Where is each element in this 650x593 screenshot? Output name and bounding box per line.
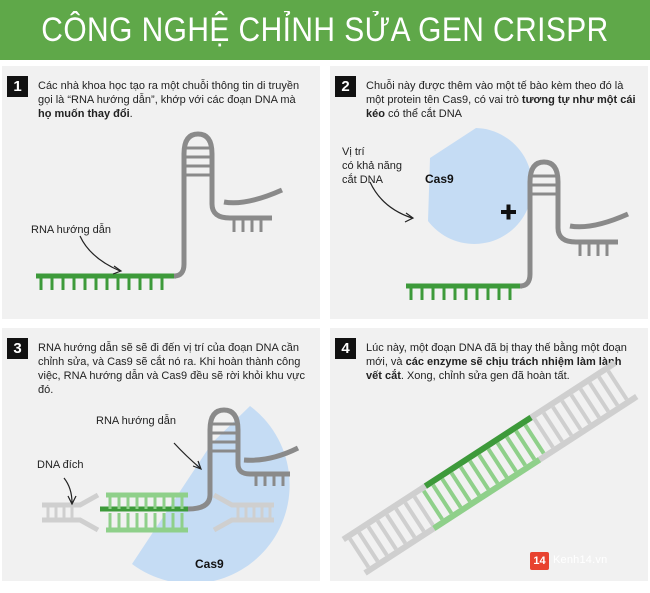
dna-rung	[532, 417, 555, 449]
step-1-text: Các nhà khoa học tạo ra một chuỗi thông …	[38, 80, 300, 120]
rna-arm	[555, 227, 618, 245]
step-2-panel: 2 Chuỗi này được thêm vào một tế bào kèm…	[330, 66, 648, 319]
pointer-arrow	[173, 442, 201, 469]
dna-rung	[477, 453, 500, 485]
guide-rna-diagram	[187, 407, 300, 512]
pointer-arrow	[63, 477, 73, 504]
step-4-number: 4	[335, 338, 356, 359]
dna-rung	[468, 459, 491, 491]
step-3-number: 3	[7, 338, 28, 359]
dna-strand-right-top	[212, 492, 274, 508]
pointer-arrowhead	[192, 460, 203, 471]
dna-rung	[412, 495, 435, 527]
dna-rung	[495, 441, 518, 473]
rna-stem	[519, 182, 533, 289]
rna-hairpin	[527, 159, 561, 228]
dna-rung	[588, 381, 610, 413]
rna-hairpin	[181, 131, 215, 204]
cas9-protein-shape	[428, 128, 533, 244]
logo-text: Kenh14.vn	[553, 554, 608, 566]
rna-stem	[173, 154, 187, 279]
dna-strand-left-bottom	[42, 517, 100, 533]
dna-rung	[560, 399, 583, 431]
rna-arm	[209, 203, 272, 221]
rna-arm-upper	[243, 445, 300, 463]
dna-rung	[486, 447, 509, 479]
target-dna-diagram	[42, 492, 274, 533]
plus-sign-v	[506, 204, 511, 220]
dna-rung	[440, 477, 463, 509]
logo-badge: 14	[530, 552, 549, 570]
edited-dna-diagram	[341, 360, 639, 576]
step-2-text: Chuỗi này được thêm vào một tế bào kèm t…	[366, 80, 636, 120]
dna-rung	[551, 405, 574, 437]
page-title: CÔNG NGHỆ CHỈNH SỬA GEN CRISPR	[41, 11, 609, 49]
kenh14-logo: 14 Kenh14.vn	[530, 548, 634, 574]
dna-rung	[569, 393, 592, 425]
step-3-text: RNA hướng dẫn sẽ sẽ đi đến vị trí của đo…	[38, 342, 306, 396]
step-2-number: 2	[335, 76, 356, 97]
header-bar: CÔNG NGHỆ CHỈNH SỬA GEN CRISPR	[0, 0, 650, 60]
guide-rna-diagram	[406, 159, 630, 300]
rna-arm-upper	[569, 211, 630, 230]
rna-arm-upper	[223, 187, 284, 206]
dna-rung	[578, 387, 601, 419]
rna-arm	[235, 463, 290, 477]
dna-rung	[422, 489, 444, 521]
guide-rna-diagram	[36, 131, 284, 290]
dna-rung	[597, 375, 620, 407]
dna-rail-top-new	[423, 414, 533, 489]
pointer-arrowhead	[404, 212, 415, 223]
dna-rung	[514, 429, 537, 461]
step-4-illustration	[341, 360, 639, 576]
dna-rung	[541, 411, 564, 443]
dna-rail-bottom-new	[432, 457, 542, 531]
dna-rung	[458, 465, 481, 497]
rna-label: RNA hướng dẫn	[31, 224, 112, 236]
rna-label: RNA hướng dẫn	[96, 415, 177, 427]
dna-rung	[348, 537, 371, 569]
rna-stem	[187, 430, 213, 512]
step-3-panel: 3 RNA hướng dẫn sẽ sẽ đi đến vị trí của …	[2, 328, 320, 581]
dna-rung	[357, 531, 380, 563]
step-1-number: 1	[7, 76, 28, 97]
dna-rung	[431, 483, 454, 515]
dna-rung	[385, 513, 408, 545]
dna-rung	[449, 471, 472, 503]
dna-rung	[375, 519, 398, 551]
step-1-illustration	[36, 131, 284, 290]
dna-rung	[394, 507, 417, 539]
dna-rung	[403, 501, 426, 533]
step-4-panel: 4 Lúc này, một đoạn DNA đã bị thay thế b…	[330, 328, 648, 581]
rna-hairpin	[207, 407, 241, 464]
dna-strand-right-bottom	[212, 517, 274, 533]
step-2-illustration	[369, 128, 630, 300]
cas9-label: Cas9	[425, 172, 454, 186]
target-dna-label: DNA đích	[37, 459, 84, 471]
dna-rung	[366, 525, 389, 557]
dna-rung	[606, 369, 629, 401]
step-3-illustration	[42, 406, 300, 581]
pointer-arrowhead	[112, 265, 123, 275]
cut-site-label: Vị trí có khả năng cắt DNA	[342, 146, 402, 186]
pointer-arrow	[369, 181, 413, 219]
step-1-panel: 1 Các nhà khoa học tạo ra một chuỗi thôn…	[2, 66, 320, 319]
dna-rung	[523, 423, 546, 455]
pointer-arrowhead	[67, 495, 77, 506]
dna-rung	[505, 435, 527, 467]
pointer-arrow	[79, 235, 121, 272]
cas9-label: Cas9	[195, 557, 224, 571]
step-4-text: Lúc này, một đoạn DNA đã bị thay thế bằn…	[366, 342, 627, 382]
